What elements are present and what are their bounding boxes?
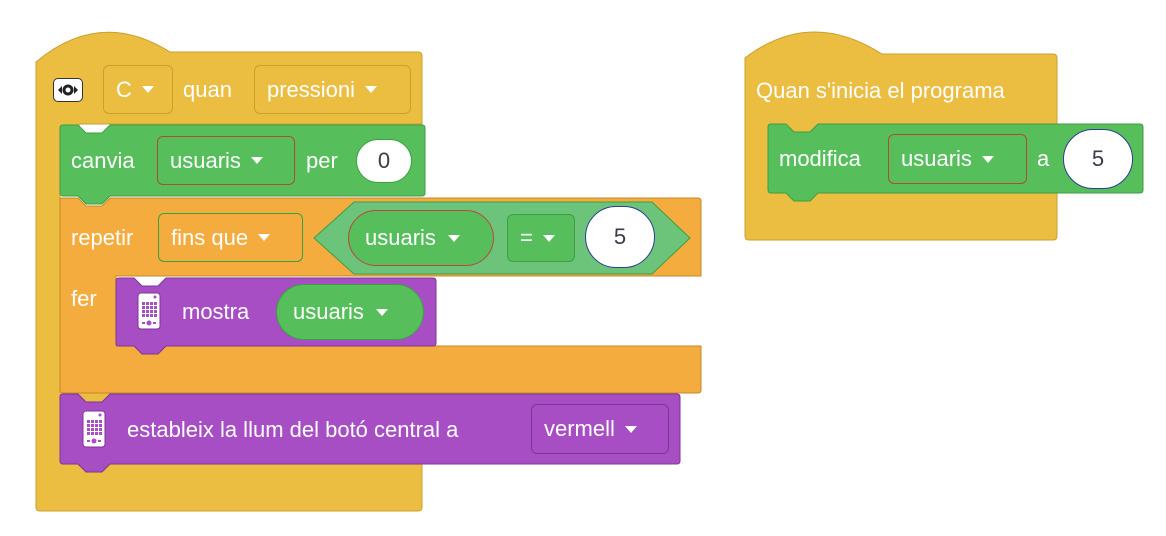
light-color-value: vermell — [544, 416, 615, 441]
repeat-label: repetir — [71, 225, 134, 250]
hub-icon — [137, 292, 161, 330]
chevron-down-icon — [447, 234, 460, 242]
event-select-dropdown[interactable]: pressioni — [254, 65, 411, 114]
change-label: canvia — [71, 148, 135, 173]
condition-variable-reporter[interactable]: usuaris — [348, 210, 494, 266]
by-label: per — [306, 148, 338, 173]
repeat-mode-value: fins que — [171, 224, 249, 250]
chevron-down-icon — [981, 155, 994, 163]
center-button-icon — [53, 78, 83, 102]
event-select-value: pressioni — [267, 76, 356, 102]
when-label: quan — [183, 77, 232, 102]
chevron-down-icon — [542, 234, 555, 242]
change-value-input[interactable]: 0 — [356, 139, 412, 183]
set-value-input[interactable]: 5 — [1063, 129, 1133, 189]
set-light-label: estableix la llum del botó central a — [127, 417, 459, 442]
light-color-dropdown[interactable]: vermell — [531, 404, 669, 454]
variable-dropdown-value: usuaris — [170, 147, 241, 173]
chevron-down-icon — [141, 86, 154, 93]
show-variable-reporter[interactable]: usuaris — [276, 284, 424, 340]
variable-dropdown-value: usuaris — [901, 146, 972, 171]
operator-dropdown[interactable]: = — [507, 214, 575, 262]
hub-icon — [82, 410, 106, 448]
to-label: a — [1037, 146, 1050, 171]
do-label: fer — [71, 286, 97, 311]
chevron-down-icon — [258, 234, 271, 241]
condition-variable-value: usuaris — [365, 225, 436, 250]
program-start-label: Quan s'inicia el programa — [756, 78, 1005, 103]
chevron-down-icon — [624, 425, 637, 433]
chevron-down-icon — [250, 157, 263, 164]
chevron-down-icon — [365, 86, 378, 93]
button-select-dropdown[interactable]: C — [103, 65, 173, 114]
light-block-shape — [59, 393, 681, 473]
variable-dropdown-1[interactable]: usuaris — [157, 136, 295, 185]
chevron-down-icon — [375, 308, 388, 316]
operator-value: = — [520, 225, 533, 250]
show-variable-value: usuaris — [293, 299, 364, 324]
repeat-mode-dropdown[interactable]: fins que — [158, 213, 303, 262]
button-select-value: C — [116, 76, 132, 102]
show-label: mostra — [182, 299, 250, 324]
condition-value-input[interactable]: 5 — [585, 206, 655, 268]
set-label: modifica — [779, 146, 861, 171]
variable-dropdown-2[interactable]: usuaris — [888, 134, 1027, 184]
